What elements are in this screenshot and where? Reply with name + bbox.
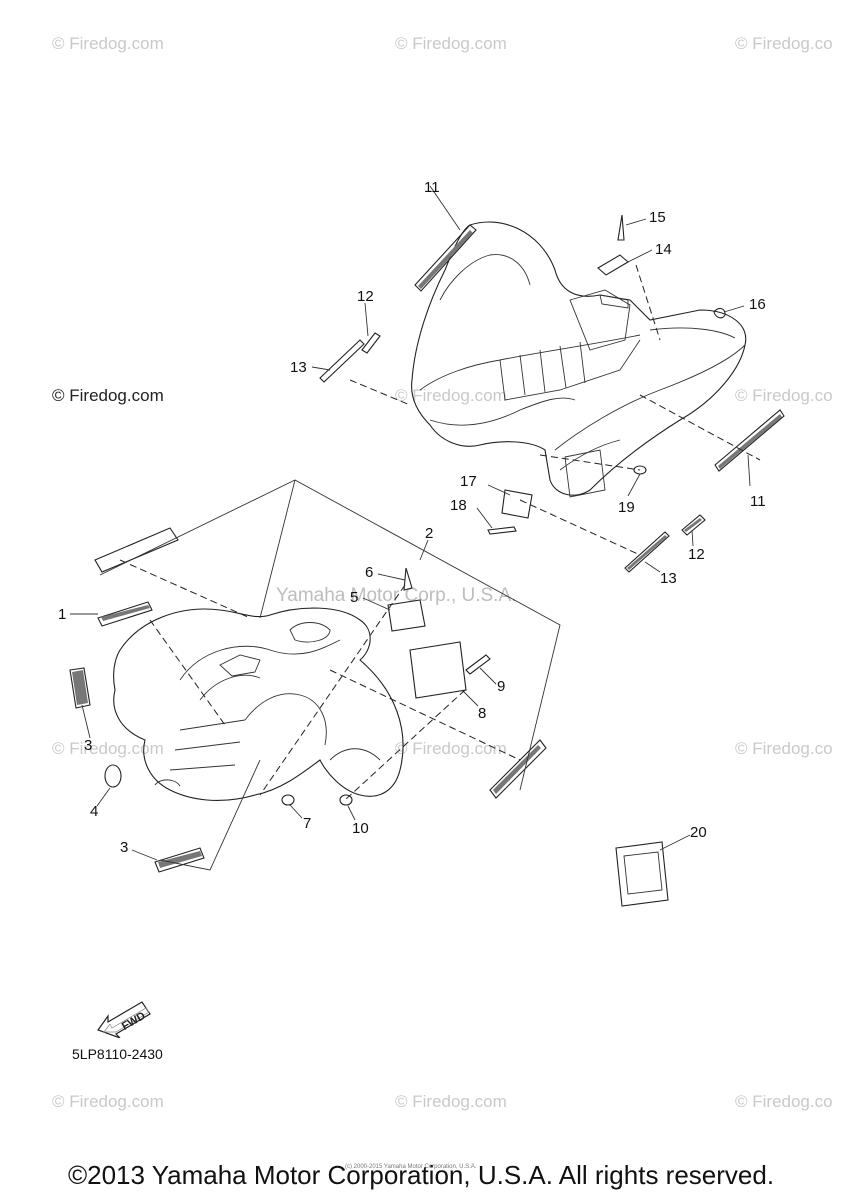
callout-16: 16 bbox=[749, 296, 766, 313]
front-fender-drawing bbox=[113, 607, 404, 801]
callout-8: 8 bbox=[478, 705, 487, 722]
rear-fender-drawing bbox=[411, 221, 747, 498]
callout-6: 6 bbox=[365, 564, 374, 581]
watermark: © Firedog.com bbox=[395, 739, 507, 758]
callout-1: 1 bbox=[58, 606, 67, 623]
callout-13: 13 bbox=[290, 359, 307, 376]
watermark: © Firedog.co bbox=[735, 34, 833, 53]
callout-7: 7 bbox=[303, 815, 312, 832]
parts-drawings bbox=[69, 214, 785, 907]
callout-3: 3 bbox=[84, 737, 93, 754]
watermark: © Firedog.com bbox=[395, 386, 507, 405]
fwd-arrow-icon: FWD bbox=[97, 1001, 151, 1038]
callout-11: 11 bbox=[424, 179, 440, 196]
leader-lines bbox=[70, 185, 761, 871]
watermark: © Firedog.com bbox=[52, 386, 164, 405]
callout-5: 5 bbox=[350, 589, 359, 606]
callout-12: 12 bbox=[688, 546, 705, 563]
callout-14: 14 bbox=[655, 241, 672, 258]
callout-11: 11 bbox=[750, 493, 766, 510]
callout-4: 4 bbox=[90, 803, 99, 820]
callout-15: 15 bbox=[649, 209, 666, 226]
tiny-note: (c) 2000-2015 Yamaha Motor Corporation, … bbox=[345, 1164, 477, 1170]
callout-10: 10 bbox=[352, 820, 369, 837]
watermark: © Firedog.com bbox=[395, 34, 507, 53]
callout-9: 9 bbox=[497, 678, 506, 695]
callout-2: 2 bbox=[425, 525, 434, 542]
watermark: © Firedog.co bbox=[735, 739, 833, 758]
callout-18: 18 bbox=[450, 497, 467, 514]
callout-13: 13 bbox=[660, 570, 677, 587]
watermark: © Firedog.com bbox=[52, 1092, 164, 1111]
watermark: © Firedog.co bbox=[735, 1092, 833, 1111]
watermark: © Firedog.com bbox=[395, 1092, 507, 1111]
watermark: © Firedog.com bbox=[52, 34, 164, 53]
callout-12: 12 bbox=[357, 288, 374, 305]
copyright-notice: ©2013 Yamaha Motor Corporation, U.S.A. A… bbox=[67, 1160, 775, 1190]
callout-3: 3 bbox=[120, 839, 129, 856]
part-code: 5LP8110-2430 bbox=[72, 1046, 163, 1062]
callout-17: 17 bbox=[460, 473, 477, 490]
watermark-brand: Yamaha Motor Corp., U.S.A. bbox=[276, 585, 517, 606]
watermark: © Firedog.co bbox=[735, 386, 833, 405]
callout-20: 20 bbox=[690, 824, 707, 841]
watermark: © Firedog.com bbox=[52, 739, 164, 758]
callout-19: 19 bbox=[618, 499, 635, 516]
